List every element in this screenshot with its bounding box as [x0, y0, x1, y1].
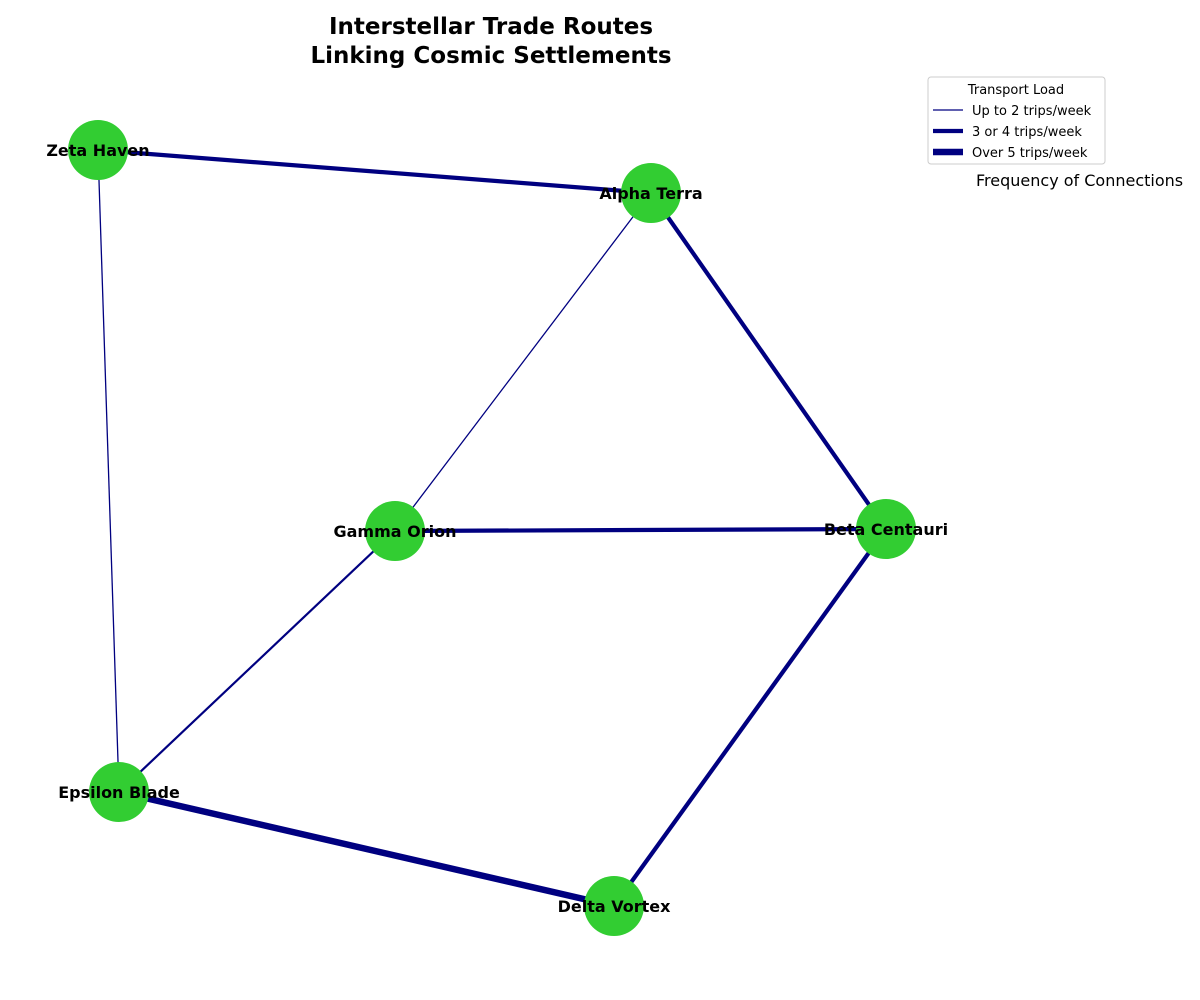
edge-alpha-gamma [394, 192, 652, 532]
diagram-title-line-1: Interstellar Trade Routes [329, 14, 653, 40]
legend-box [927, 76, 1106, 165]
node-label-alpha: Alpha Terra [599, 184, 702, 203]
legend: Transport Load Up to 2 trips/week 3 or 4… [927, 76, 1106, 165]
node-beta: Beta Centauri [824, 499, 948, 559]
node-gamma: Gamma Orion [334, 501, 457, 561]
edge-beta-delta [612, 527, 888, 908]
legend-label-heavy: Over 5 trips/week [972, 146, 1088, 161]
node-circle-delta [584, 876, 644, 936]
node-label-delta: Delta Vortex [558, 897, 672, 916]
legend-label-medium: 3 or 4 trips/week [972, 125, 1082, 140]
node-circle-alpha [621, 163, 681, 223]
node-circle-zeta [68, 120, 128, 180]
edges-layer [97, 147, 888, 910]
edge-gamma-epsilon [118, 530, 396, 793]
legend-title: Transport Load [967, 83, 1064, 98]
node-alpha: Alpha Terra [599, 163, 703, 223]
node-circle-epsilon [89, 762, 149, 822]
edge-zeta-alpha [97, 147, 652, 196]
node-circle-gamma [365, 501, 425, 561]
node-circle-beta [856, 499, 916, 559]
edge-zeta-epsilon [97, 149, 120, 793]
node-label-zeta: Zeta Haven [46, 141, 149, 160]
diagram-title-line-2: Linking Cosmic Settlements [310, 43, 671, 69]
legend-caption: Frequency of Connections [976, 171, 1183, 190]
node-epsilon: Epsilon Blade [58, 762, 180, 822]
edge-alpha-beta [649, 191, 888, 531]
node-zeta: Zeta Haven [46, 120, 150, 180]
node-label-gamma: Gamma Orion [334, 522, 457, 541]
edge-gamma-beta [394, 526, 887, 534]
legend-label-light: Up to 2 trips/week [972, 104, 1092, 119]
edge-epsilon-delta [118, 788, 615, 910]
node-delta: Delta Vortex [558, 876, 672, 936]
node-label-beta: Beta Centauri [824, 520, 948, 539]
node-label-epsilon: Epsilon Blade [58, 783, 180, 802]
